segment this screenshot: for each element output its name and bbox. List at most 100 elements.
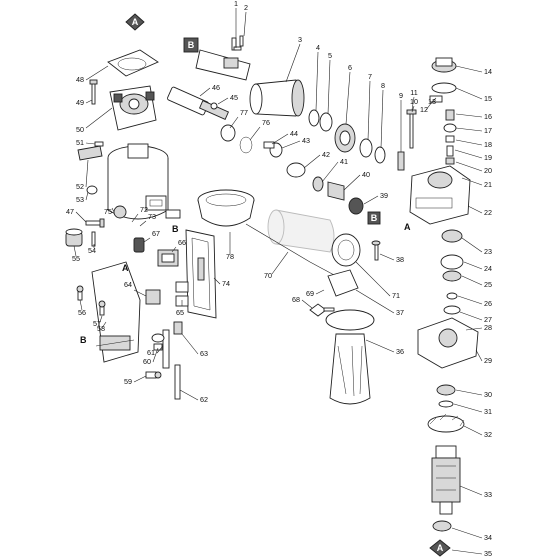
- part-number-78: 78: [226, 252, 234, 261]
- part-number-67: 67: [152, 229, 160, 238]
- leader-line-77: [229, 116, 239, 129]
- part-number-64: 64: [124, 280, 132, 289]
- leader-line-55: [73, 245, 77, 257]
- part-number-50: 50: [76, 125, 84, 134]
- screw-49: [89, 79, 98, 105]
- side-handle-36: [325, 309, 375, 405]
- leader-line-26: [457, 295, 483, 305]
- spring-76: [239, 136, 253, 154]
- leader-line-29: [475, 349, 483, 362]
- part-number-40: 40: [362, 170, 370, 179]
- leader-line-58: [101, 321, 107, 329]
- part-number-49: 49: [76, 98, 84, 107]
- part-18: [445, 135, 455, 143]
- leader-line-8: [380, 89, 384, 149]
- part-number-45: 45: [230, 93, 238, 102]
- leader-line-27: [459, 311, 483, 321]
- leader-line-36: [365, 339, 395, 353]
- pin-2: [239, 35, 244, 47]
- part-number-4: 4: [316, 43, 320, 52]
- part-number-44: 44: [290, 129, 298, 138]
- leader-line-21: [461, 177, 483, 186]
- ring-53: [86, 185, 98, 195]
- leader-line-44: [271, 133, 289, 145]
- barrel-3: [249, 79, 305, 117]
- leader-line-23: [461, 237, 483, 253]
- bushing-63: [173, 321, 183, 335]
- part-number-74: 74: [222, 279, 230, 288]
- part-number-70: 70: [264, 271, 272, 280]
- part-number-22: 22: [484, 208, 492, 217]
- ring-27: [443, 305, 461, 315]
- plate-52: [77, 145, 103, 161]
- block-65a: [175, 281, 189, 293]
- marker-B-mid-label: B: [371, 213, 378, 223]
- bracket-37: [327, 269, 359, 297]
- leader-line-11: [411, 96, 415, 111]
- leader-line-49: [85, 99, 93, 104]
- part-number-28: 28: [484, 323, 492, 332]
- leader-line-22: [467, 205, 483, 214]
- leader-line-63: [181, 333, 199, 355]
- leader-line-3: [285, 43, 301, 83]
- leader-line-56: [79, 299, 83, 311]
- bearing-23: [441, 229, 463, 243]
- brush-holder-50: [109, 85, 157, 131]
- leader-line-66: [171, 246, 177, 253]
- leader-line-73: [139, 220, 147, 227]
- leader-line-31: [453, 403, 483, 413]
- marker-A-right: A: [404, 222, 411, 232]
- part-number-37: 37: [396, 308, 404, 317]
- leader-line-10: [411, 105, 415, 113]
- leader-line-5: [327, 59, 331, 115]
- part-number-29: 29: [484, 356, 492, 365]
- leader-line-16: [455, 113, 483, 118]
- leader-line-32: [463, 425, 483, 436]
- part-number-14: 14: [484, 67, 492, 76]
- leader-line-76: [249, 126, 261, 141]
- screw-47: [85, 218, 105, 228]
- washer-26: [446, 292, 458, 300]
- clip-67: [133, 237, 145, 253]
- marker-flag-bottom: A: [429, 539, 451, 557]
- leader-line-43: [281, 140, 301, 149]
- washer-15: [431, 82, 457, 94]
- part-number-24: 24: [484, 264, 492, 273]
- leader-line-12: [425, 101, 433, 111]
- part-number-77: 77: [240, 108, 248, 117]
- leader-line-34: [451, 527, 483, 539]
- oring-42: [286, 162, 306, 178]
- leader-line-69: [315, 289, 325, 295]
- part-number-33: 33: [484, 490, 492, 499]
- part-number-5: 5: [328, 51, 332, 60]
- rear-handle-bracket: [91, 261, 141, 363]
- part-number-2: 2: [244, 3, 248, 12]
- part-number-13: 13: [428, 97, 436, 106]
- part-40: [327, 181, 345, 201]
- leader-line-57: [99, 315, 103, 323]
- leader-line-37: [355, 289, 395, 314]
- gear-housing-22: [409, 165, 471, 225]
- leader-line-6: [345, 71, 351, 125]
- part-number-47: 47: [66, 207, 74, 216]
- leader-line-38: [379, 253, 395, 261]
- bracket-small: [165, 209, 181, 219]
- screw-11-head: [406, 109, 417, 115]
- block-64: [145, 289, 161, 305]
- part-number-35: 35: [484, 549, 492, 558]
- bearing-30: [436, 384, 456, 396]
- leader-line-2: [243, 11, 247, 37]
- leader-line-15: [455, 87, 483, 100]
- leader-line-62: [179, 389, 199, 401]
- part-number-36: 36: [396, 347, 404, 356]
- right-cap-14: [431, 57, 457, 73]
- part-number-19: 19: [484, 153, 492, 162]
- part-number-26: 26: [484, 299, 492, 308]
- screw-56: [76, 285, 84, 301]
- bearing-34: [432, 520, 452, 532]
- part-number-3: 3: [298, 35, 302, 44]
- part-number-65: 65: [176, 308, 184, 317]
- ring-17: [443, 123, 457, 133]
- bearing-39: [348, 197, 364, 215]
